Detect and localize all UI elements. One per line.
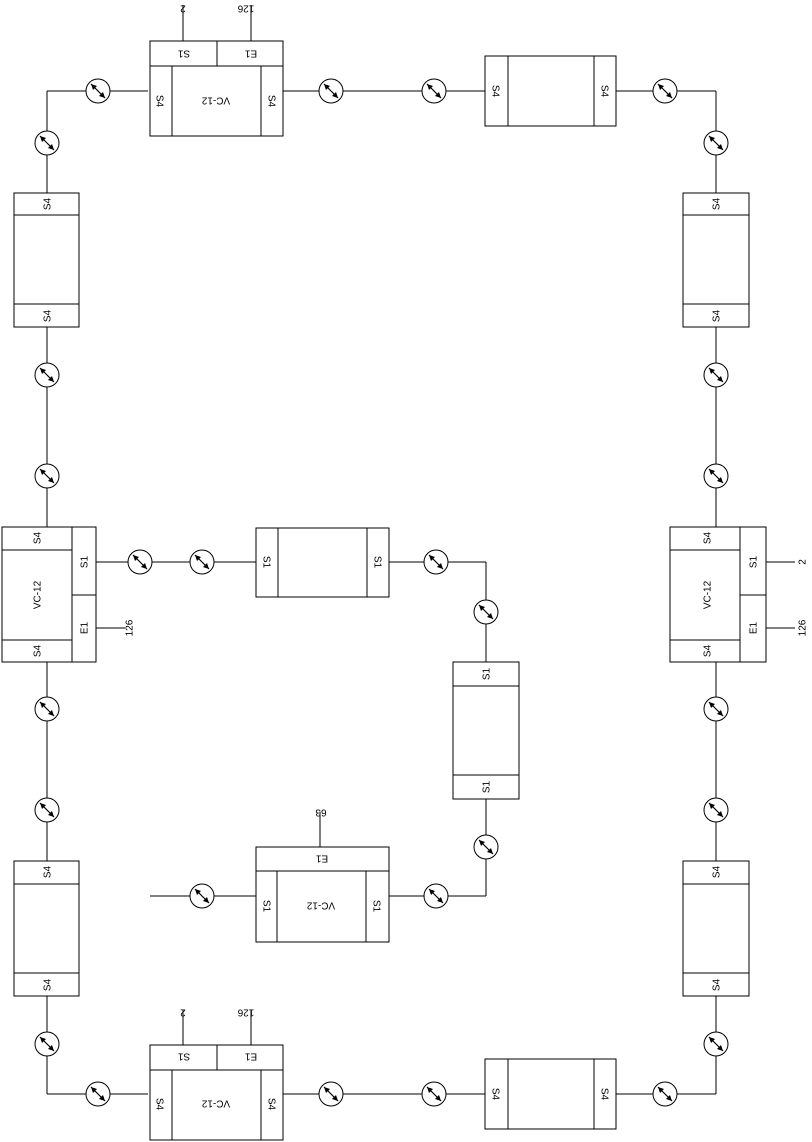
adm-top-right: S4 S4 xyxy=(484,55,617,127)
mux-top-s4-east-label: S4 xyxy=(266,95,277,108)
regenerator-icon xyxy=(703,463,729,489)
mux-right-s4-north-label: S4 xyxy=(703,531,714,544)
regenerator-icon xyxy=(34,1031,60,1057)
regenerator-icon xyxy=(423,883,449,909)
regenerator-icon xyxy=(34,797,60,823)
mux-bottom-e1-count: 126 xyxy=(237,1007,254,1018)
mux-bottom-s4-east-label: S4 xyxy=(266,1098,277,1111)
regenerator-icon xyxy=(127,549,153,575)
mux-center-s1-east-label: S1 xyxy=(371,900,382,913)
adm-left-upper-s4-north-label: S4 xyxy=(43,197,54,210)
adm-right-upper-s4-south-label: S4 xyxy=(712,309,723,322)
regenerator-icon xyxy=(318,1081,344,1107)
regenerator-icon xyxy=(423,549,449,575)
regenerator-icon xyxy=(421,1081,447,1107)
adm-inner-vertical: S1 S1 xyxy=(452,661,520,800)
mux-bottom-s1-label: S1 xyxy=(177,1051,190,1062)
adm-right-lower: S4 S4 xyxy=(682,860,750,997)
mux-left-s1-label: S1 xyxy=(80,555,91,568)
mux-top-s1-count: 2 xyxy=(180,3,186,14)
regenerator-icon xyxy=(34,130,60,156)
regenerator-icon xyxy=(189,549,215,575)
regenerator-icon xyxy=(189,883,215,909)
adm-inner-vertical-s1-south-label: S1 xyxy=(482,780,493,793)
adm-left-lower: S4 S4 xyxy=(13,860,80,997)
mux-right-vc12-label: VC-12 xyxy=(703,580,714,609)
mux-left-s4-north-label: S4 xyxy=(33,531,44,544)
regenerator-icon xyxy=(85,1081,111,1107)
mux-top-s1-label: S1 xyxy=(177,48,190,59)
mux-left: S4 S4 VC-12 S1 E1 126 xyxy=(1,526,136,663)
regenerator-icon xyxy=(703,797,729,823)
regenerator-icon xyxy=(703,130,729,156)
adm-left-lower-s4-south-label: S4 xyxy=(43,978,54,991)
adm-inner-horizontal-s1-west-label: S1 xyxy=(261,556,272,569)
adm-bottom-right: S4 S4 xyxy=(484,1058,617,1130)
mux-top-vc12-label: VC-12 xyxy=(201,95,230,106)
adm-bottom-right-s4-east-label: S4 xyxy=(599,1088,610,1101)
mux-right-s1-label: S1 xyxy=(749,555,760,568)
mux-right: S4 S4 VC-12 S1 E1 2 126 xyxy=(669,526,809,663)
adm-right-upper: S4 S4 xyxy=(682,192,750,328)
adm-right-lower-s4-north-label: S4 xyxy=(712,865,723,878)
adm-inner-vertical-s1-north-label: S1 xyxy=(482,667,493,680)
regenerator-icon xyxy=(421,78,447,104)
mux-bottom-vc12-label: VC-12 xyxy=(201,1098,230,1109)
mux-bottom-s4-west-label: S4 xyxy=(154,1098,165,1111)
regenerator-icon xyxy=(703,1031,729,1057)
mux-center-vc12-label: VC-12 xyxy=(306,900,335,911)
regenerator-icon xyxy=(703,362,729,388)
adm-left-upper-s4-south-label: S4 xyxy=(43,309,54,322)
mux-left-e1-label: E1 xyxy=(80,621,91,634)
mux-right-s4-south-label: S4 xyxy=(703,644,714,657)
mux-left-vc12-label: VC-12 xyxy=(33,580,44,609)
adm-inner-horizontal-s1-east-label: S1 xyxy=(372,556,383,569)
adm-left-lower-s4-north-label: S4 xyxy=(43,865,54,878)
adm-left-upper: S4 S4 xyxy=(13,192,80,328)
mux-right-e1-count: 126 xyxy=(798,619,809,636)
mux-right-s1-count: 2 xyxy=(798,559,809,565)
mux-top-e1-label: E1 xyxy=(244,48,257,59)
regenerator-icon xyxy=(703,696,729,722)
adm-top-right-s4-west-label: S4 xyxy=(490,85,501,98)
mux-center-e1-count: 63 xyxy=(315,807,327,818)
mux-center-s1-west-label: S1 xyxy=(261,900,272,913)
adm-right-lower-s4-south-label: S4 xyxy=(712,978,723,991)
regenerator-icon xyxy=(652,1081,678,1107)
mux-bottom-s1-count: 2 xyxy=(180,1007,186,1018)
regenerator-icon xyxy=(318,78,344,104)
adm-bottom-right-s4-west-label: S4 xyxy=(490,1088,501,1101)
mux-bottom: S1 E1 VC-12 S4 S4 2 126 xyxy=(149,1007,284,1141)
mux-top: S1 E1 VC-12 S4 S4 2 126 xyxy=(149,3,284,137)
regenerator-icon xyxy=(34,362,60,388)
mux-left-e1-count: 126 xyxy=(125,619,136,636)
mux-right-e1-label: E1 xyxy=(749,621,760,634)
regenerator-icon xyxy=(34,463,60,489)
regenerator-icon xyxy=(473,834,499,860)
mux-bottom-e1-label: E1 xyxy=(244,1051,257,1062)
mux-top-e1-count: 126 xyxy=(237,3,254,14)
adm-inner-horizontal: S1 S1 xyxy=(255,527,390,598)
regenerator-icon xyxy=(34,696,60,722)
regenerator-icon xyxy=(473,599,499,625)
regenerator-icon xyxy=(85,78,111,104)
mux-center-e1-label: E1 xyxy=(315,853,328,864)
mux-left-s4-south-label: S4 xyxy=(33,644,44,657)
mux-center: E1 VC-12 S1 S1 63 xyxy=(255,807,390,943)
regenerator-icon xyxy=(652,78,678,104)
adm-right-upper-s4-north-label: S4 xyxy=(712,197,723,210)
mux-top-s4-west-label: S4 xyxy=(154,95,165,108)
adm-top-right-s4-east-label: S4 xyxy=(599,85,610,98)
